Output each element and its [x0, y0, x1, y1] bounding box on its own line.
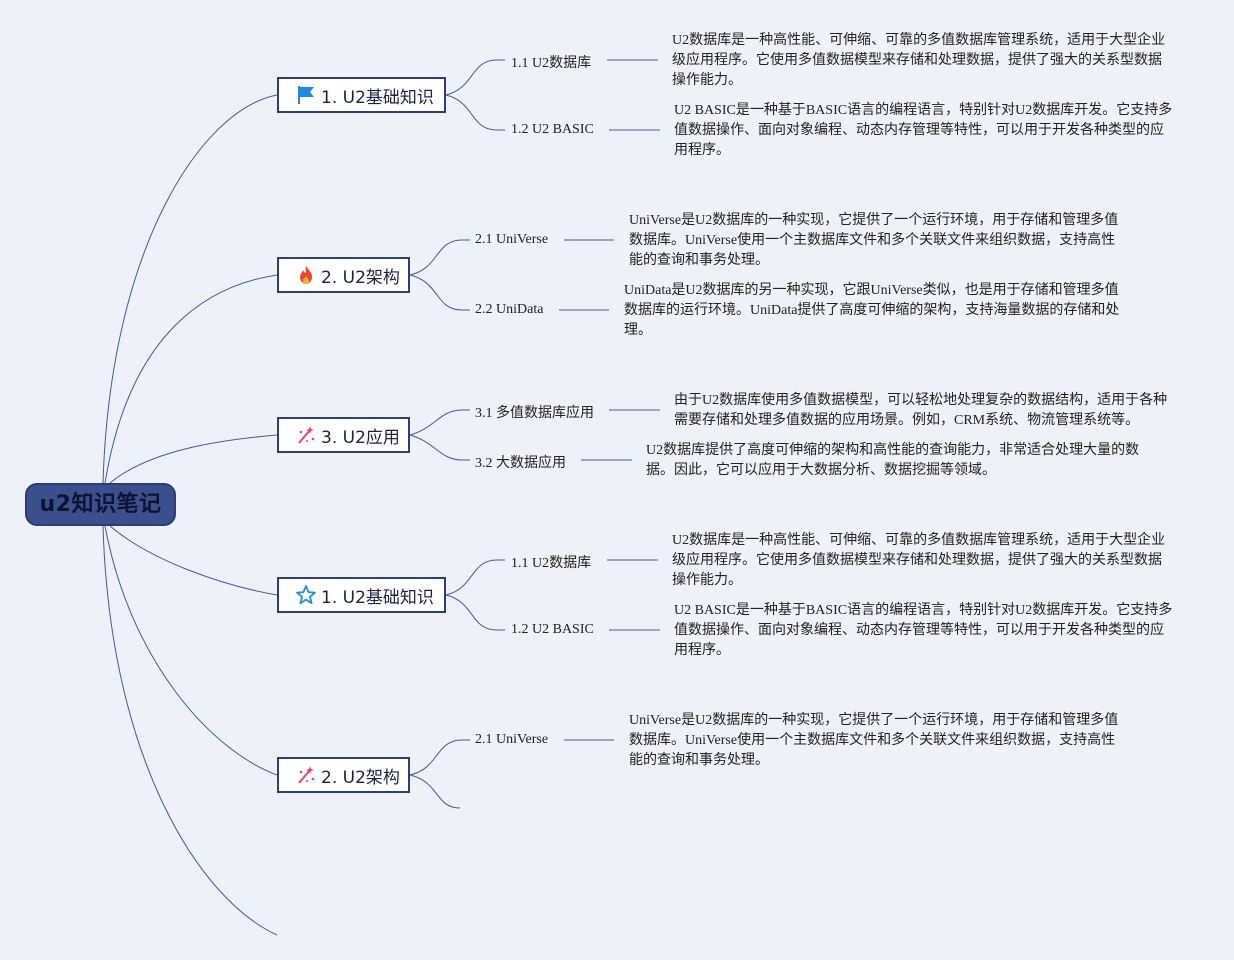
connector-t4-s2: [445, 594, 505, 631]
note-bigdata-apps: U2数据库提供了高度可伸缩的架构和高性能的查询能力，非常适合处理大量的数据。因此…: [646, 443, 1140, 478]
topic-label: 1. U2基础知识: [321, 87, 434, 108]
connector-root-topic-1: [102, 94, 278, 484]
connector-t5-s1: [409, 739, 470, 776]
subtopic-unidata[interactable]: 2.2 UniData: [475, 302, 544, 317]
connector-root-topic-6: [102, 525, 278, 936]
connector-t1-s1: [445, 59, 505, 96]
subtopic-u2-database[interactable]: 1.1 U2数据库: [511, 56, 592, 71]
connector-t2-s2: [409, 274, 470, 311]
note-u2-database: U2数据库是一种高性能、可伸缩、可靠的多值数据库管理系统，适用于大型企业级应用程…: [672, 33, 1166, 88]
connector-t3-s2: [409, 434, 470, 461]
connector-root-topic-5: [104, 525, 278, 776]
topic-label: 2. U2架构: [321, 767, 400, 788]
connector-root-topic-3: [109, 434, 278, 484]
subtopic-u2-basic[interactable]: 1.2 U2 BASIC: [511, 122, 594, 137]
topic-label: 3. U2应用: [321, 427, 400, 448]
topic-u2-basics[interactable]: 1. U2基础知识: [277, 77, 446, 113]
subtopic-u2-database-2[interactable]: 1.1 U2数据库: [511, 556, 592, 571]
star-icon: [295, 584, 317, 606]
note-unidata: UniData是U2数据库的另一种实现，它跟UniVerse类似，也是用于存储和…: [624, 283, 1120, 338]
connector-t2-s1: [409, 239, 470, 276]
sparkle-icon: [295, 764, 317, 786]
note-universe-2: UniVerse是U2数据库的一种实现，它提供了一个运行环境，用于存储和管理多值…: [629, 713, 1119, 768]
subtopic-bigdata-apps[interactable]: 3.2 大数据应用: [475, 456, 566, 471]
subtopic-universe[interactable]: 2.1 UniVerse: [475, 232, 549, 247]
note-u2-basic-2: U2 BASIC是一种基于BASIC语言的编程语言，特别针对U2数据库开发。它支…: [674, 603, 1173, 658]
note-u2-database-2: U2数据库是一种高性能、可伸缩、可靠的多值数据库管理系统，适用于大型企业级应用程…: [672, 533, 1166, 588]
topic-u2-architecture[interactable]: 2. U2架构: [277, 257, 410, 293]
note-multivalue-apps: 由于U2数据库使用多值数据模型，可以轻松地处理复杂的数据结构，适用于各种需要存储…: [674, 393, 1168, 428]
topic-u2-basics-2[interactable]: 1. U2基础知识: [277, 577, 446, 613]
flag-icon: [295, 84, 317, 106]
topic-label: 1. U2基础知识: [321, 587, 434, 608]
topic-u2-architecture-2[interactable]: 2. U2架构: [277, 757, 410, 793]
note-u2-basic: U2 BASIC是一种基于BASIC语言的编程语言，特别针对U2数据库开发。它支…: [674, 103, 1173, 158]
subtopic-multivalue-apps[interactable]: 3.1 多值数据库应用: [475, 406, 594, 421]
sparkle-icon: [295, 424, 317, 446]
connector-t4-s1: [445, 559, 505, 596]
fire-icon: [295, 264, 317, 286]
root-topic[interactable]: u2知识笔记: [25, 483, 176, 526]
root-topic-label: u2知识笔记: [39, 492, 162, 517]
connector-root-topic-4: [109, 525, 278, 596]
connector-t5-s2: [409, 774, 461, 809]
connector-t3-s1: [409, 409, 470, 436]
topic-u2-applications[interactable]: 3. U2应用: [277, 417, 410, 453]
subtopic-u2-basic-2[interactable]: 1.2 U2 BASIC: [511, 622, 594, 637]
subtopic-universe-2[interactable]: 2.1 UniVerse: [475, 732, 549, 747]
connector-root-topic-2: [104, 274, 278, 484]
topic-label: 2. U2架构: [321, 267, 400, 288]
connector-t1-s2: [445, 94, 505, 131]
note-universe: UniVerse是U2数据库的一种实现，它提供了一个运行环境，用于存储和管理多值…: [629, 213, 1119, 268]
